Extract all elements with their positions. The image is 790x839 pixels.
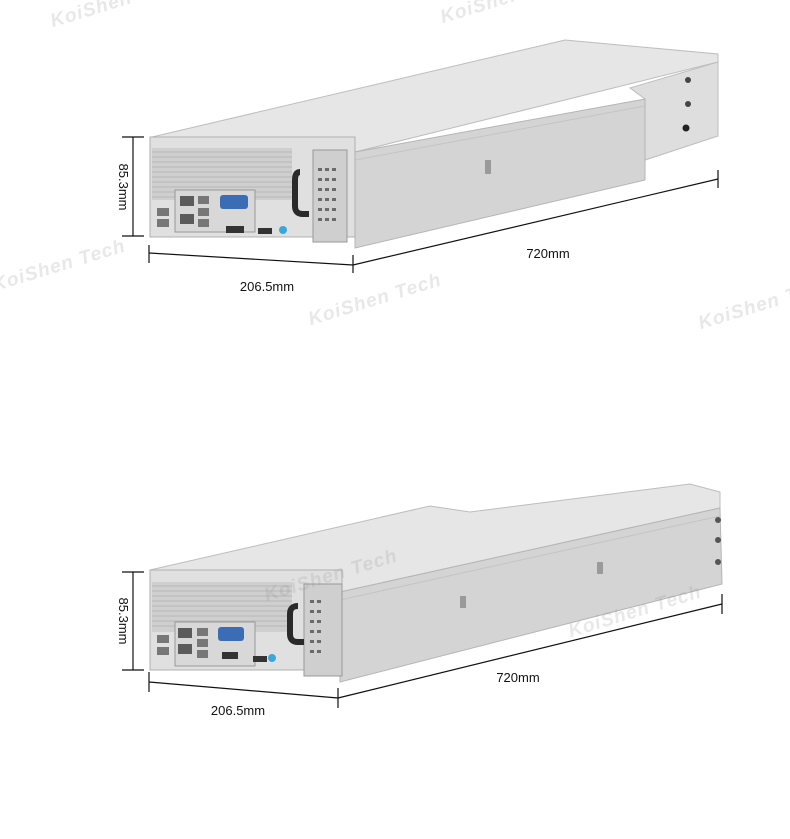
screw-hole: [685, 77, 691, 83]
handle: [292, 169, 309, 217]
height-dimension-line: [122, 571, 144, 671]
screw-hole: [715, 559, 721, 565]
ethernet-port: [178, 644, 192, 654]
usb-port: [198, 208, 209, 216]
hdmi-port: [258, 228, 272, 234]
displayport: [222, 652, 238, 659]
usb-port: [157, 208, 169, 216]
usb-port: [157, 219, 169, 227]
length-dimension-line: [337, 594, 723, 699]
hdmi-port: [253, 656, 267, 662]
rail-mark: [460, 596, 466, 608]
chassis-tail-top: [628, 61, 719, 161]
height-dimension-line: [122, 136, 144, 237]
ethernet-port: [180, 196, 194, 206]
ethernet-port: [180, 214, 194, 224]
screw-hole: [685, 101, 691, 107]
usb-port: [197, 628, 208, 636]
server-diagram-bottom: 85.3mm 206.5mm 720mm: [0, 420, 790, 839]
vga-port: [218, 627, 244, 641]
riser-bracket: [303, 583, 343, 677]
length-label: 720mm: [526, 246, 569, 261]
rail-mark: [597, 562, 603, 574]
length-dimension-line: [352, 170, 719, 266]
rail-mark: [485, 160, 491, 174]
usb-port: [157, 635, 169, 643]
server-drawing-bottom: 85.3mm 206.5mm 720mm: [116, 483, 723, 718]
usb-port: [197, 639, 208, 647]
vga-port: [220, 195, 248, 209]
width-label: 206.5mm: [211, 703, 265, 718]
server-drawing-top: 85.3mm 206.5mm 720mm: [116, 39, 719, 294]
audio-port: [268, 654, 276, 662]
displayport: [226, 226, 244, 233]
screw-hole: [715, 537, 721, 543]
width-dimension-line: [148, 245, 354, 273]
ethernet-port: [178, 628, 192, 638]
height-label: 85.3mm: [116, 598, 131, 645]
audio-port: [279, 226, 287, 234]
width-label: 206.5mm: [240, 279, 294, 294]
height-label: 85.3mm: [116, 164, 131, 211]
usb-port: [198, 219, 209, 227]
usb-port: [197, 650, 208, 658]
screw-hole: [715, 517, 721, 523]
usb-port: [198, 196, 209, 204]
usb-port: [157, 647, 169, 655]
server-diagram-top: 85.3mm 206.5mm 720mm: [116, 39, 719, 294]
handle: [287, 603, 304, 645]
riser-bracket: [312, 149, 348, 243]
length-label: 720mm: [496, 670, 539, 685]
screw-hole: [682, 124, 690, 132]
